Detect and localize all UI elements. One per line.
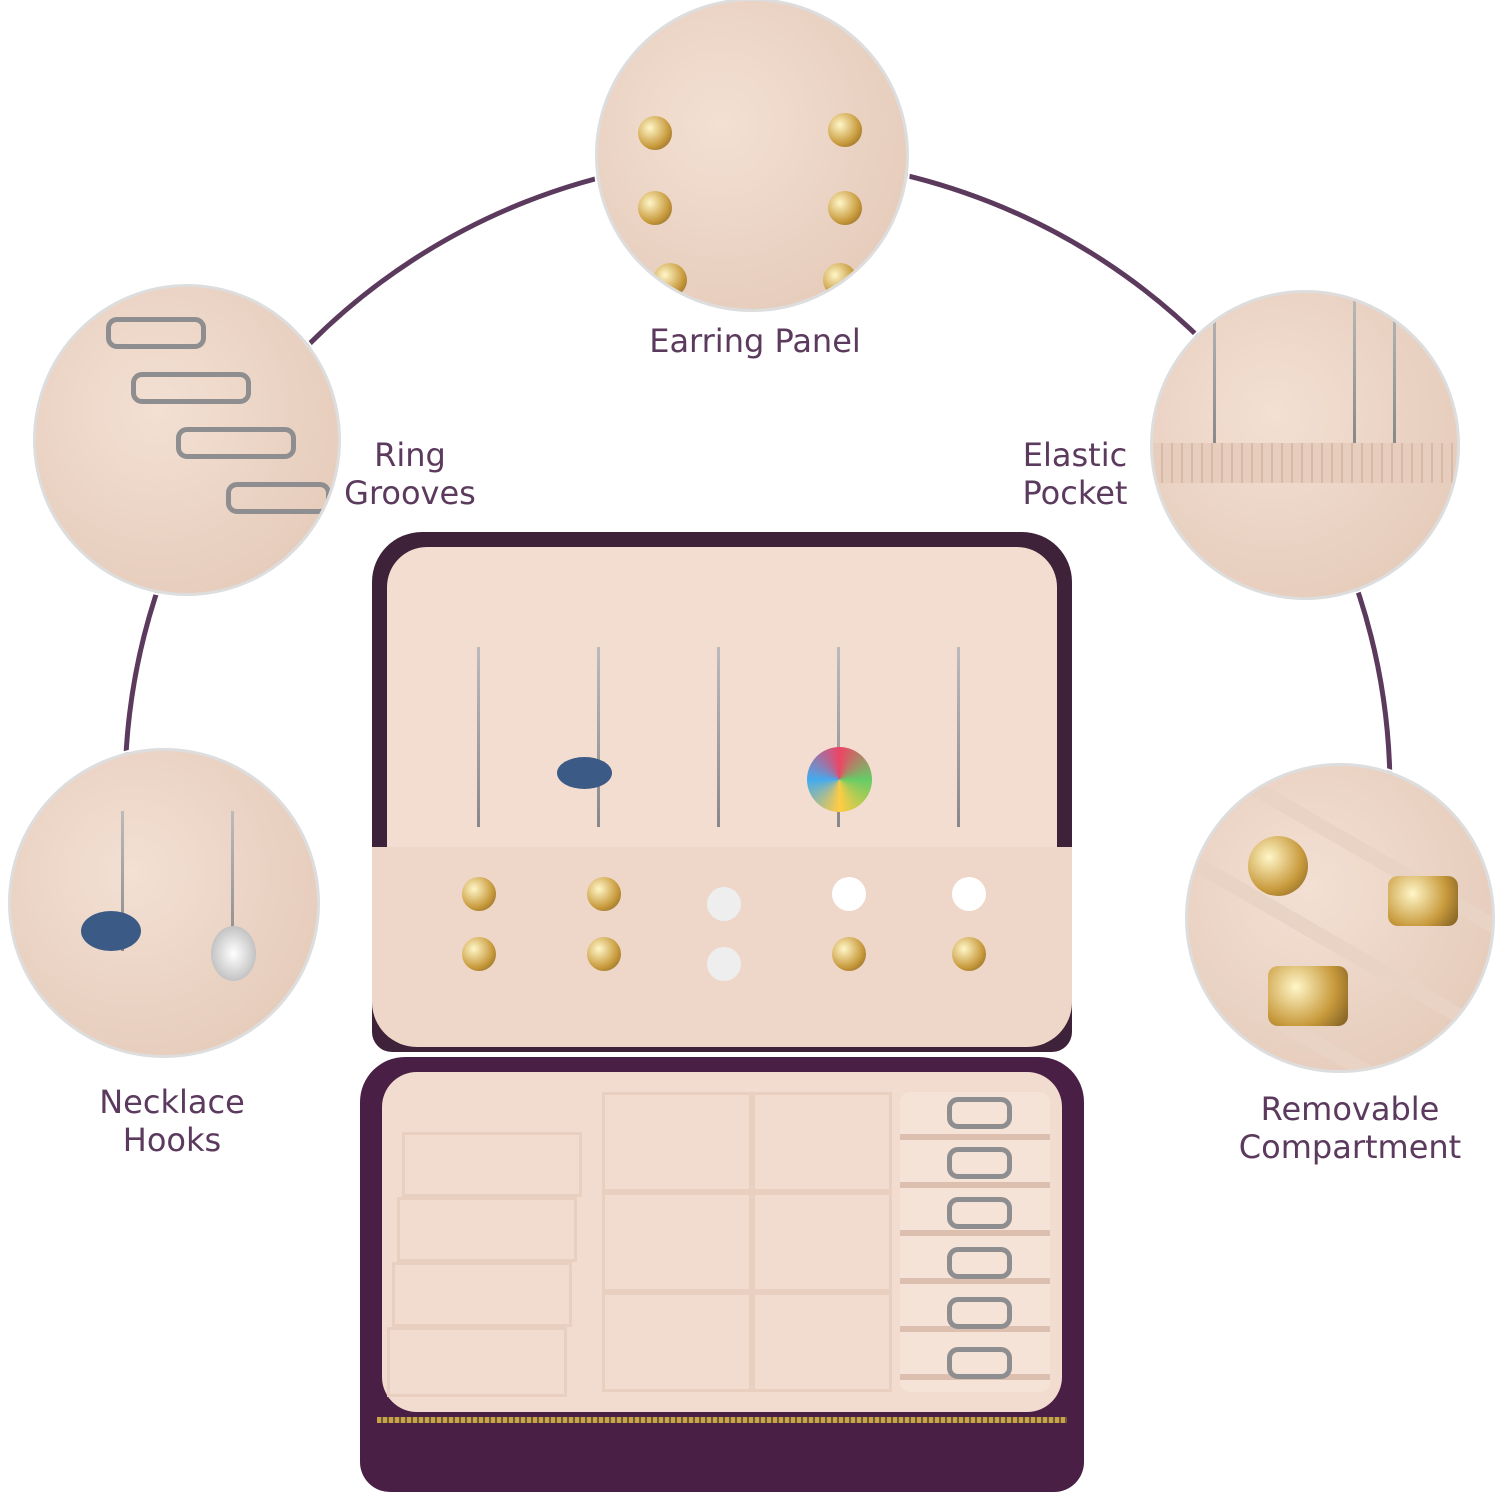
earring-panel-label: Earring Panel [649, 322, 861, 360]
elastic-pocket-label: Elastic Pocket [985, 436, 1165, 512]
zipper [377, 1417, 1067, 1423]
label-line: Compartment [1238, 1128, 1462, 1166]
label-line: Necklace [99, 1083, 245, 1121]
removable-compartment-closeup [1185, 763, 1495, 1073]
ring-grooves-closeup [33, 284, 341, 596]
ring-grooves-label: Ring Grooves [320, 436, 500, 512]
label-line: Pocket [1022, 474, 1128, 512]
earring-flap [372, 847, 1072, 1047]
base-lining [382, 1072, 1062, 1412]
earring-panel-closeup [595, 0, 909, 312]
label-line: Ring [374, 436, 446, 474]
label-line: Elastic [1022, 436, 1128, 474]
label-line: Removable [1260, 1090, 1440, 1128]
jewelry-case [360, 532, 1092, 1492]
label-line: Grooves [344, 474, 476, 512]
label-line: Hooks [122, 1121, 222, 1159]
necklace-hooks-label: Necklace Hooks [72, 1083, 272, 1159]
elastic-pocket-closeup [1150, 290, 1460, 600]
removable-compartment-label: Removable Compartment [1220, 1090, 1480, 1166]
necklace-hooks-closeup [8, 748, 320, 1058]
lid-lining [387, 547, 1057, 847]
